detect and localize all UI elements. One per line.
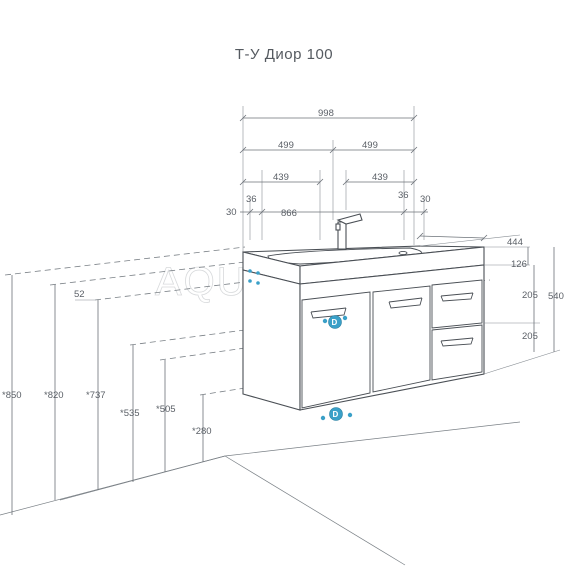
drain-hole bbox=[398, 250, 408, 256]
half-left-label: 499 bbox=[278, 140, 294, 151]
height-737-label: *737 bbox=[86, 390, 106, 401]
handle-middle-door bbox=[388, 297, 423, 309]
top-height-label: 126 bbox=[511, 259, 527, 270]
height-850-label: *850 bbox=[2, 390, 22, 401]
floor-lines bbox=[0, 421, 521, 566]
product-title: Т-У Диор 100 bbox=[234, 46, 334, 63]
faucet-spout bbox=[336, 213, 363, 225]
depth-label: 444 bbox=[507, 237, 523, 248]
water-connection-points bbox=[248, 269, 353, 421]
handle-lower-drawer bbox=[440, 337, 474, 347]
cabinet-height-label: 540 bbox=[548, 291, 564, 302]
height-535-label: *535 bbox=[120, 408, 140, 419]
faucet-lever bbox=[335, 223, 341, 231]
cabinet-side bbox=[242, 269, 301, 411]
height-820-label: *820 bbox=[44, 390, 64, 401]
drawer-upper-label: 205 bbox=[522, 290, 538, 301]
drain-fitting-lower-label: D bbox=[333, 410, 339, 419]
height-dimensions bbox=[11, 275, 204, 515]
drawer-lower bbox=[431, 324, 483, 381]
drawer-upper bbox=[431, 279, 483, 329]
handle-upper-drawer bbox=[440, 292, 474, 302]
edge-right-outer-label: 30 bbox=[420, 194, 431, 205]
half-right-label: 499 bbox=[362, 140, 378, 151]
faucet-offset-right-label: 439 bbox=[372, 172, 388, 183]
drain-fitting-upper-label: D bbox=[332, 318, 338, 327]
width-dimensions bbox=[239, 106, 428, 255]
bowl-depth-label: 52 bbox=[74, 289, 85, 300]
edge-left-outer-label: 30 bbox=[226, 207, 237, 218]
drawer-lower-label: 205 bbox=[522, 331, 538, 342]
height-505-label: *505 bbox=[156, 404, 176, 415]
door-left bbox=[301, 291, 371, 409]
inner-span-label: 866 bbox=[281, 208, 297, 219]
edge-right-inner-label: 36 bbox=[398, 190, 409, 201]
handle-left-door bbox=[310, 307, 347, 319]
height-280-label: *280 bbox=[192, 426, 212, 437]
total-width-label: 998 bbox=[318, 108, 334, 119]
vanity-cabinet bbox=[242, 213, 485, 411]
edge-left-inner-label: 36 bbox=[246, 194, 257, 205]
faucet-offset-left-label: 439 bbox=[273, 172, 289, 183]
drain-fitting-lower: D bbox=[329, 407, 343, 421]
right-dimensions bbox=[416, 232, 561, 375]
drain-fitting-upper: D bbox=[328, 315, 342, 329]
door-middle bbox=[372, 285, 431, 393]
